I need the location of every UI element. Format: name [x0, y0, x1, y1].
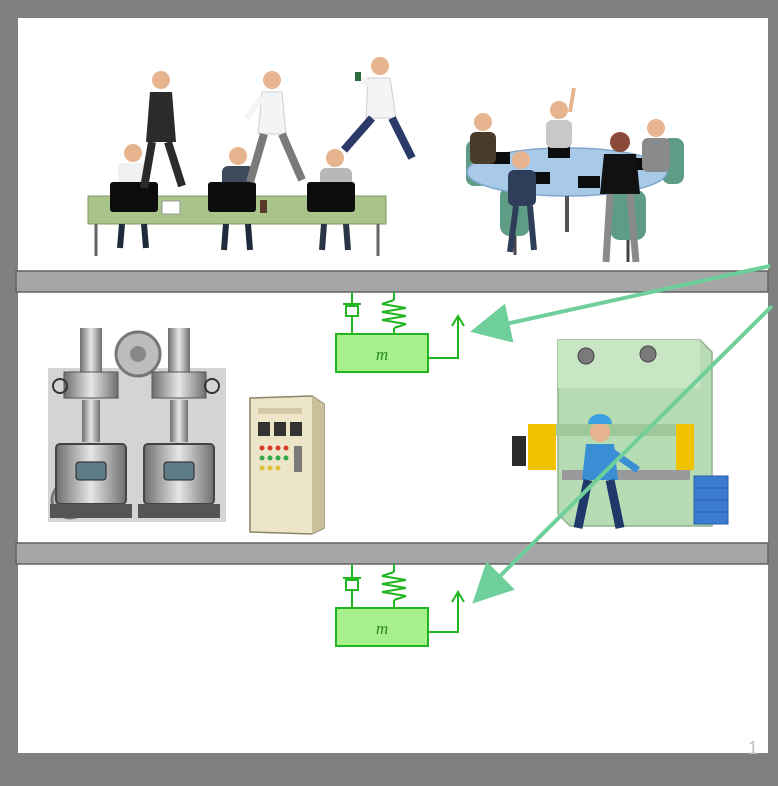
pointer-arrow-lower — [472, 304, 774, 604]
press-machine-operator-icon — [512, 339, 729, 529]
mass-label-upper: m — [376, 345, 388, 364]
upper-floor-slab — [15, 270, 769, 293]
office-workers-icon — [87, 57, 416, 256]
mass-label-lower: m — [376, 619, 388, 638]
pointer-arrow-upper — [470, 264, 771, 343]
mass-damper-lower — [335, 564, 465, 647]
lower-floor-slab — [15, 542, 769, 565]
mass-damper-upper — [335, 292, 465, 373]
control-panel-icon — [249, 395, 325, 535]
meeting-table-icon — [466, 87, 684, 263]
industrial-machine-icon — [48, 328, 226, 522]
page-number: 1 — [748, 738, 759, 758]
